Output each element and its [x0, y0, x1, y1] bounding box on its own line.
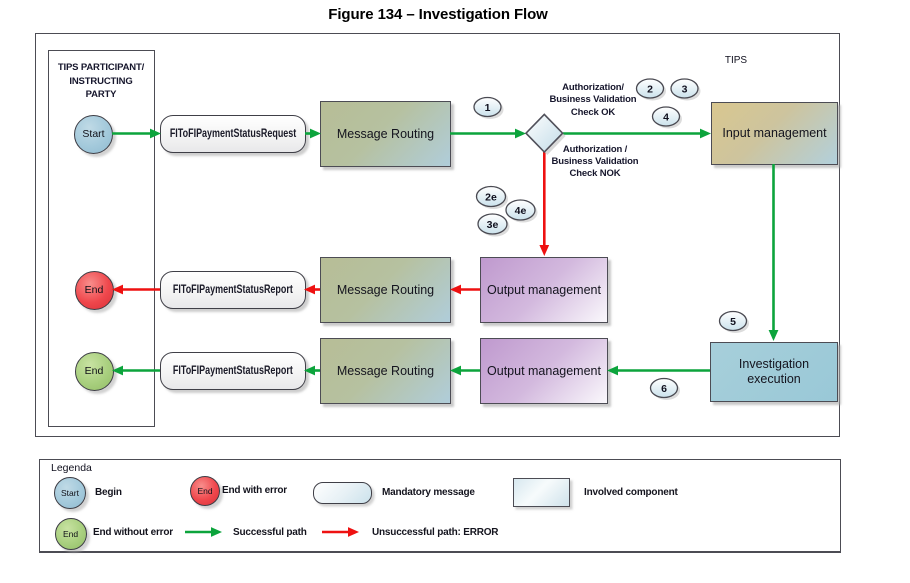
svg-text:2e: 2e [485, 191, 497, 203]
svg-text:6: 6 [661, 383, 667, 395]
svg-text:4: 4 [663, 111, 669, 123]
svg-text:5: 5 [730, 316, 736, 328]
svg-text:4e: 4e [515, 205, 527, 217]
svg-text:2: 2 [647, 83, 653, 95]
svg-text:1: 1 [485, 102, 491, 114]
svg-text:3: 3 [682, 83, 688, 95]
svg-text:3e: 3e [487, 219, 499, 231]
